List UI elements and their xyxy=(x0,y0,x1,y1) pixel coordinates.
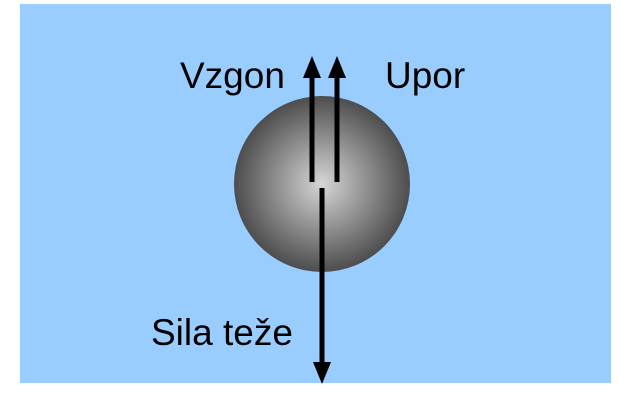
buoyancy-label: Vzgon xyxy=(180,55,285,96)
drag-arrow xyxy=(328,56,346,182)
buoyancy-arrow xyxy=(303,56,321,182)
ball xyxy=(234,96,410,272)
gravity-label: Sila teže xyxy=(151,312,293,353)
drag-arrowhead xyxy=(328,56,346,78)
drag-label: Upor xyxy=(385,55,465,96)
gravity-arrowhead xyxy=(313,362,331,384)
buoyancy-arrowhead xyxy=(303,56,321,78)
gravity-arrow xyxy=(313,188,331,384)
